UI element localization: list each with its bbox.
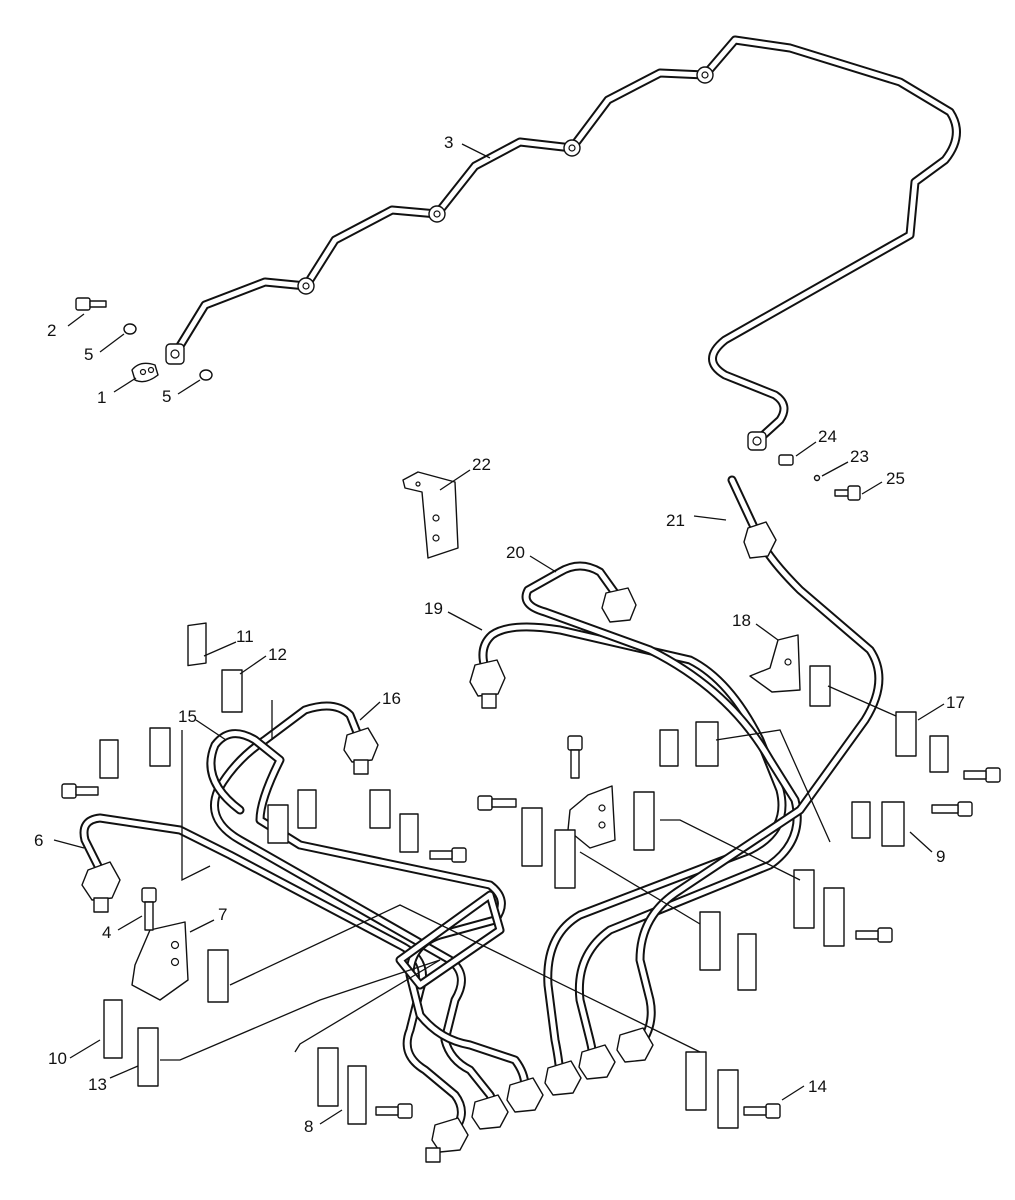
- seal-ring: [813, 474, 821, 482]
- callout-6: 6: [34, 831, 43, 850]
- callout-14: 14: [808, 1077, 827, 1096]
- callout-leaders: [53, 143, 945, 1125]
- callout-18: 18: [732, 611, 751, 630]
- leak-off-line: [165, 35, 961, 451]
- injection-line-bundle: [79, 475, 884, 1140]
- callout-13: 13: [88, 1075, 107, 1094]
- bracket: [402, 471, 459, 559]
- callout-17: 17: [946, 693, 965, 712]
- callout-3: 3: [444, 133, 453, 152]
- clamp-plate: [99, 622, 949, 1129]
- callout-15: 15: [178, 707, 197, 726]
- callout-10: 10: [48, 1049, 67, 1068]
- clamp-connector-line: [160, 685, 897, 1061]
- callout-labels: 1 2 3 4 5 5 6 7 8 9 10 11 12 13 14 15 16…: [34, 133, 965, 1136]
- callout-19: 19: [424, 599, 443, 618]
- callout-21: 21: [666, 511, 685, 530]
- pipe-clamp: [137, 665, 917, 1111]
- callout-11: 11: [236, 627, 254, 646]
- callout-12: 12: [268, 645, 287, 664]
- sealing-washer: [123, 323, 137, 335]
- callout-1: 1: [97, 388, 106, 407]
- bracket: [567, 785, 616, 849]
- callout-23: 23: [850, 447, 869, 466]
- bracket: [131, 921, 189, 1001]
- callout-8: 8: [304, 1117, 313, 1136]
- callout-9: 9: [936, 847, 945, 866]
- callout-7: 7: [218, 905, 227, 924]
- callout-2: 2: [47, 321, 56, 340]
- banjo-bolt: [834, 485, 861, 501]
- bracket: [749, 634, 801, 693]
- union-nut: [81, 521, 777, 1163]
- check-valve: [778, 454, 794, 466]
- banjo-bolt: [75, 297, 107, 311]
- callout-25: 25: [886, 469, 905, 488]
- sealing-washer: [199, 369, 213, 381]
- callout-4: 4: [102, 923, 111, 942]
- callout-5a: 5: [84, 345, 93, 364]
- hex-bolt: [61, 735, 1001, 1119]
- callout-22: 22: [472, 455, 491, 474]
- clip: [131, 362, 159, 383]
- callout-16: 16: [382, 689, 401, 708]
- callout-24: 24: [818, 427, 837, 446]
- banjo-fitting: [165, 66, 767, 451]
- callout-5b: 5: [162, 387, 171, 406]
- callout-20: 20: [506, 543, 525, 562]
